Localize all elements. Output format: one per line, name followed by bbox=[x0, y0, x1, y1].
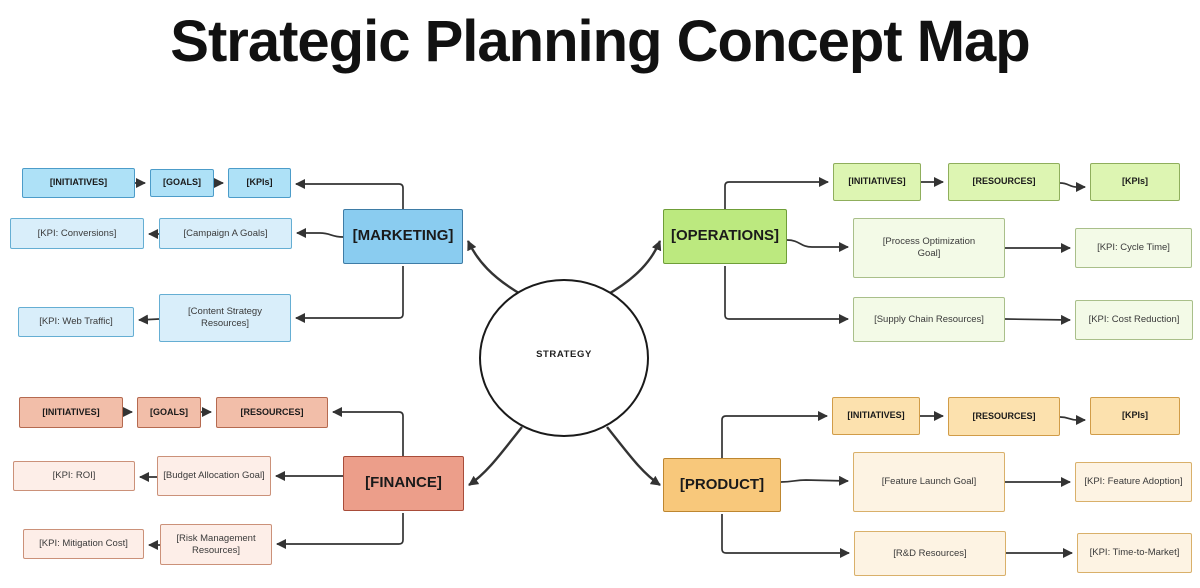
connector-marketing-to-content-resources bbox=[295, 266, 404, 323]
marketing-branch-node[interactable]: [MARKETING] bbox=[343, 209, 463, 264]
operations-kpis-node[interactable]: [KPIs] bbox=[1090, 163, 1180, 201]
product-feature-launch-goal-node[interactable]: [Feature Launch Goal] bbox=[853, 452, 1005, 512]
connector-strategy-to-operations bbox=[604, 240, 662, 298]
connector-content-resources-to-web-traffic bbox=[138, 314, 160, 325]
marketing-goals-node[interactable]: [GOALS] bbox=[150, 169, 214, 197]
marketing-kpis-node[interactable]: [KPIs] bbox=[228, 168, 291, 198]
marketing-kpi-conversions-node[interactable]: [KPI: Conversions] bbox=[10, 218, 144, 249]
connector-operations-to-process-goal bbox=[786, 239, 849, 252]
marketing-campaign-goals-node[interactable]: [Campaign A Goals] bbox=[159, 218, 292, 249]
product-rd-resources-node[interactable]: [R&D Resources] bbox=[854, 531, 1006, 576]
operations-branch-node[interactable]: [OPERATIONS] bbox=[663, 209, 787, 264]
finance-budget-allocation-goal-node[interactable]: [Budget Allocation Goal] bbox=[157, 456, 271, 496]
finance-risk-management-resources-node[interactable]: [Risk Management Resources] bbox=[160, 524, 272, 565]
marketing-initiatives-node[interactable]: [INITIATIVES] bbox=[22, 168, 135, 198]
strategy-circle[interactable] bbox=[479, 279, 649, 437]
product-initiatives-node[interactable]: [INITIATIVES] bbox=[832, 397, 920, 435]
finance-goals-node[interactable]: [GOALS] bbox=[137, 397, 201, 428]
finance-branch-node[interactable]: [FINANCE] bbox=[343, 456, 464, 511]
product-resources-node[interactable]: [RESOURCES] bbox=[948, 397, 1060, 436]
connector-strategy-to-marketing bbox=[466, 240, 525, 298]
connector-strategy-to-finance bbox=[468, 426, 523, 486]
marketing-kpi-web-traffic-node[interactable]: [KPI: Web Traffic] bbox=[18, 307, 134, 337]
operations-supply-chain-resources-node[interactable]: [Supply Chain Resources] bbox=[853, 297, 1005, 342]
connector-product-to-rd-resources bbox=[721, 514, 850, 558]
product-kpis-node[interactable]: [KPIs] bbox=[1090, 397, 1180, 435]
operations-initiatives-node[interactable]: [INITIATIVES] bbox=[833, 163, 921, 201]
connector-operations-to-initiatives bbox=[724, 177, 829, 209]
operations-kpi-cost-reduction-node[interactable]: [KPI: Cost Reduction] bbox=[1075, 300, 1193, 340]
strategy-center-label: STRATEGY bbox=[536, 349, 592, 360]
connector-product-resources-to-kpis bbox=[1059, 415, 1086, 425]
finance-resources-node[interactable]: [RESOURCES] bbox=[216, 397, 328, 428]
connector-strategy-to-product bbox=[606, 426, 661, 486]
connector-product-to-initiatives bbox=[721, 411, 828, 458]
connector-product-to-feature-goal bbox=[780, 475, 849, 486]
connector-finance-to-risk-resources bbox=[276, 513, 404, 549]
connector-operations-to-supply-resources bbox=[724, 266, 849, 324]
finance-kpi-mitigation-cost-node[interactable]: [KPI: Mitigation Cost] bbox=[23, 529, 144, 559]
connector-finance-to-resources bbox=[332, 407, 404, 456]
connector-marketing-to-kpis bbox=[295, 179, 404, 209]
connector-marketing-to-campaign-goal bbox=[296, 228, 344, 238]
product-kpi-feature-adoption-node[interactable]: [KPI: Feature Adoption] bbox=[1075, 462, 1192, 502]
finance-kpi-roi-node[interactable]: [KPI: ROI] bbox=[13, 461, 135, 491]
diagram-title: Strategic Planning Concept Map bbox=[170, 9, 1030, 74]
product-kpi-time-to-market-node[interactable]: [KPI: Time-to-Market] bbox=[1077, 533, 1192, 573]
finance-initiatives-node[interactable]: [INITIATIVES] bbox=[19, 397, 123, 428]
product-branch-node[interactable]: [PRODUCT] bbox=[663, 458, 781, 512]
operations-resources-node[interactable]: [RESOURCES] bbox=[948, 163, 1060, 201]
connector-supply-resources-to-cost-reduction bbox=[1004, 314, 1071, 325]
operations-kpi-cycle-time-node[interactable]: [KPI: Cycle Time] bbox=[1075, 228, 1192, 268]
operations-process-optimization-goal-node[interactable]: [Process Optimization Goal] bbox=[853, 218, 1005, 278]
marketing-content-strategy-resources-node[interactable]: [Content Strategy Resources] bbox=[159, 294, 291, 342]
connector-operations-resources-to-kpis bbox=[1059, 182, 1086, 192]
